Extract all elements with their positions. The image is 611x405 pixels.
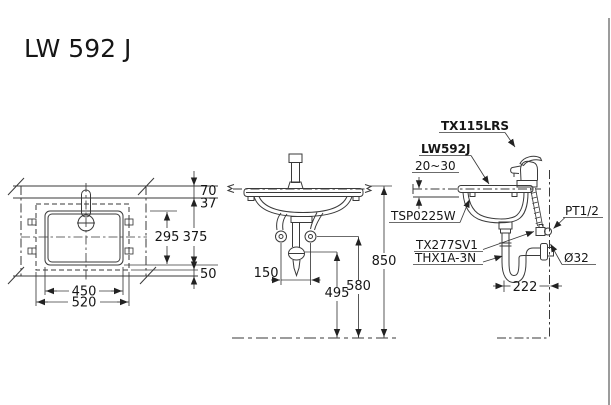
dim-450-label: 450 [72, 285, 97, 300]
label-trap-model: THX1A-3N [414, 251, 476, 265]
dim-495-label: 495 [325, 286, 350, 301]
label-faucet-model: TX115LRS [441, 119, 509, 133]
plan-dimensions [35, 171, 218, 306]
front-sink-basin [243, 188, 364, 223]
front-plumbing [275, 212, 324, 278]
plan-centerlines [21, 183, 147, 282]
left-stop-valve [275, 230, 287, 243]
dim-37-label: 37 [200, 197, 217, 212]
label-stop-valve-model: TX277SV1 [415, 238, 478, 252]
right-stop-valve [304, 230, 317, 243]
trap-adapter [288, 246, 305, 261]
plan-view: 70 37 295 375 50 450 520 [7, 171, 218, 311]
label-counter-thickness: 20~30 [415, 159, 456, 173]
dim-520-label: 520 [72, 296, 97, 311]
plan-sink-rim [44, 210, 124, 266]
front-faucet [287, 153, 304, 189]
wall-flange [540, 243, 548, 261]
dim-50-label: 50 [200, 267, 217, 282]
dim-580-label: 580 [346, 279, 371, 294]
dim-375-label: 375 [183, 230, 208, 245]
label-drain-fitting-model: TSP0225W [390, 209, 456, 223]
plan-mounting-clips [27, 218, 134, 255]
front-dimensions [271, 185, 392, 338]
label-supply-thread: PT1/2 [565, 204, 599, 218]
front-view: 150 495 580 850 [226, 153, 397, 339]
dim-295-label: 295 [155, 230, 180, 245]
dim-222-label: 222 [513, 280, 538, 295]
side-stop-valve [535, 224, 552, 236]
break-mark [226, 184, 235, 193]
dim-150-label: 150 [254, 266, 279, 281]
side-view: TX115LRS LW592J 20~30 TSP0225W TX277SV1 … [389, 119, 603, 339]
side-counter [412, 184, 541, 198]
side-leaders [389, 132, 603, 265]
side-supply-hose [530, 187, 543, 227]
dim-850-label: 850 [372, 254, 397, 269]
side-faucet [510, 155, 543, 188]
plan-cutout-outline [35, 203, 130, 271]
side-sink-profile [457, 185, 534, 234]
side-dimensions [415, 177, 562, 292]
break-mark [364, 184, 373, 193]
label-basin-model: LW592J [421, 142, 470, 156]
side-p-trap [499, 233, 554, 284]
plan-counter [7, 177, 218, 285]
page-title: LW 592 J [24, 34, 131, 63]
label-drain-diameter: Ø32 [564, 251, 589, 265]
dim-70-label: 70 [200, 184, 217, 199]
